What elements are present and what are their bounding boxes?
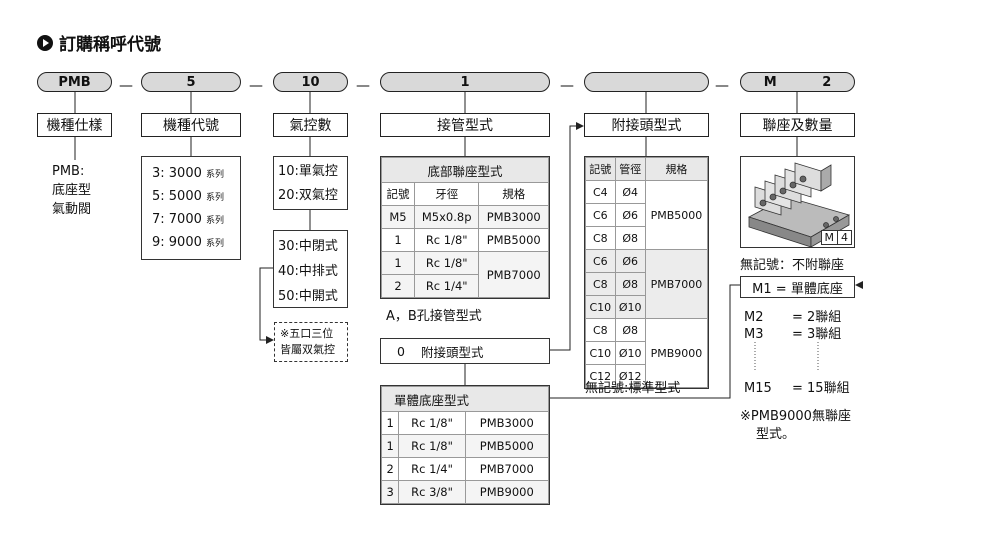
dash: — (560, 78, 574, 94)
manifold-row: M2= 2聯組 (744, 310, 842, 325)
label-manifold: 聯座及數量 (740, 113, 855, 137)
air-item: 20:双氣控 (278, 188, 338, 203)
manifold-image: M 4 (740, 156, 855, 248)
fitting-row: 0 附接頭型式 (380, 338, 550, 364)
label-air: 氣控數 (273, 113, 348, 137)
dash: — (119, 78, 133, 94)
spec-line: PMB: (52, 164, 85, 179)
ab-port-label: A，B孔接管型式 (386, 309, 482, 324)
label-spec: 機種仕樣 (37, 113, 112, 137)
air-item: 50:中開式 (278, 289, 338, 304)
code-pill-air: 10 (273, 72, 348, 92)
manifold-row: M3= 3聯組 (744, 327, 842, 342)
spec-line: 底座型 (52, 183, 92, 198)
label-port: 接管型式 (380, 113, 550, 137)
dash: — (249, 78, 263, 94)
code-pill-port: 1 (380, 72, 550, 92)
dash: — (356, 78, 370, 94)
page-title: 訂購稱呼代號 (37, 30, 161, 55)
code-pill-series: 5 (141, 72, 241, 92)
code-m: M (763, 74, 777, 90)
code-pill-fitting (584, 72, 709, 92)
label-model: 機種代號 (141, 113, 241, 137)
manifold-row: M15= 15聯組 (744, 381, 850, 396)
air-item: 40:中排式 (278, 264, 338, 279)
model-list: 3: 3000 系列 5: 5000 系列 7: 7000 系列 9: 9000… (141, 156, 241, 260)
title-text: 訂購稱呼代號 (59, 35, 161, 55)
air-list-2: 30:中閉式 40:中排式 50:中開式 (273, 230, 348, 308)
spec-text: PMB: 底座型 氣動閥 (52, 162, 91, 219)
air-note: ※五口三位 皆屬双氣控 (274, 322, 348, 362)
manifold-note: ※PMB9000無聯座 型式。 (740, 409, 851, 442)
image-tag: M 4 (820, 230, 852, 245)
air-item: 30:中閉式 (278, 239, 338, 254)
air-list-1: 10:單氣控 20:双氣控 (273, 156, 348, 210)
code-count: 2 (822, 74, 832, 90)
model-item: 5: 5000 系列 (152, 189, 225, 204)
code-pill-model: PMB (37, 72, 112, 92)
spec-line: 氣動閥 (52, 202, 92, 217)
manifold-m1: M1 = 單體底座 (740, 276, 855, 298)
model-item: 9: 9000 系列 (152, 235, 225, 250)
manifold-none: 無記號：不附聯座 (740, 258, 845, 273)
code-pill-manifold: M 2 (740, 72, 855, 92)
model-item: 3: 3000 系列 (152, 166, 225, 181)
dash: — (715, 78, 729, 94)
model-item: 7: 7000 系列 (152, 212, 225, 227)
fitting-note: 無記號:標準型式 (585, 381, 681, 396)
play-circle-icon (37, 34, 53, 51)
single-table-title: 單體底座型式 (381, 386, 549, 412)
label-fitting: 附接頭型式 (584, 113, 709, 137)
air-item: 10:單氣控 (278, 164, 338, 179)
